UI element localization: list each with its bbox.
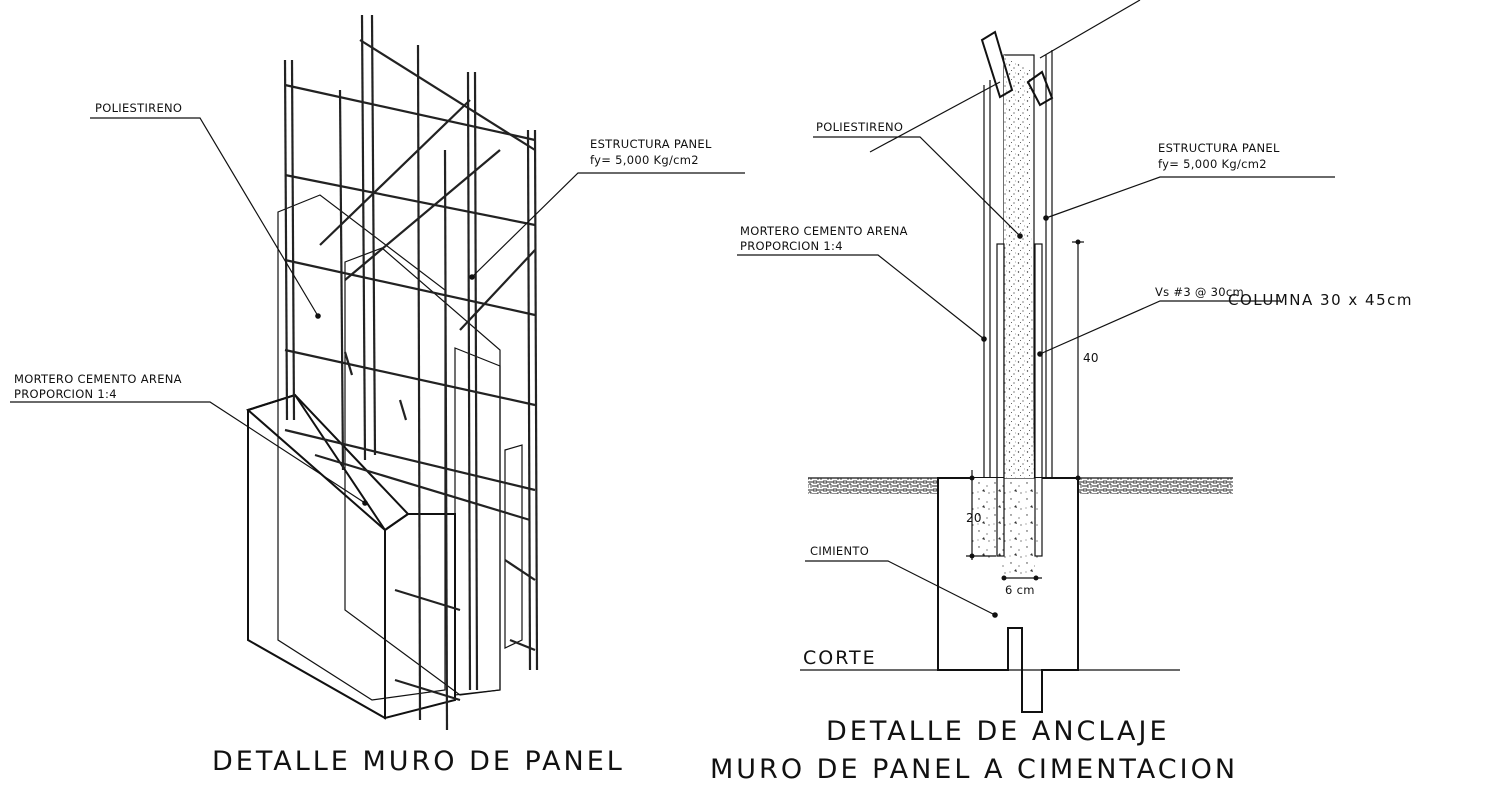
polystyrene-core-back	[277, 194, 446, 701]
label-poliestireno-right: POLIESTIRENO	[816, 120, 903, 134]
leader-varillas	[1039, 300, 1280, 355]
label-estructura-right-2: fy= 5,000 Kg/cm2	[1158, 157, 1267, 171]
leader-poliestireno-right	[813, 136, 1021, 237]
dim-40: 40	[1083, 351, 1099, 365]
label-mortero-right-2: PROPORCION 1:4	[740, 239, 843, 253]
anchor-rod-right	[1034, 243, 1043, 557]
rebar-mesh	[283, 14, 539, 731]
soil-right	[1078, 478, 1233, 494]
title-detalle-anclaje: DETALLE DE ANCLAJE	[826, 716, 1170, 747]
leader-estructura-left	[471, 172, 745, 278]
label-mortero-left-1: MORTERO CEMENTO ARENA	[14, 372, 182, 386]
label-corte: CORTE	[803, 647, 877, 669]
label-varillas: Vs #3 @ 30cm	[1155, 285, 1244, 299]
anchor-rod-left	[996, 243, 1005, 557]
leader-estructura-right	[1045, 176, 1335, 219]
label-estructura-right-1: ESTRUCTURA PANEL	[1158, 141, 1280, 155]
leader-mortero-left	[10, 401, 366, 504]
dim-6cm: 6 cm	[1005, 583, 1035, 597]
title-muro-cimentacion: MURO DE PANEL A CIMENTACION	[710, 754, 1238, 785]
footing-inner-void	[972, 478, 1042, 578]
soil-left	[808, 478, 938, 494]
dim-20: 20	[966, 511, 982, 525]
label-estructura-left-2: fy= 5,000 Kg/cm2	[590, 153, 699, 167]
label-poliestireno-left: POLIESTIRENO	[95, 101, 182, 115]
polystyrene-top	[1004, 55, 1034, 478]
label-estructura-left-1: ESTRUCTURA PANEL	[590, 137, 712, 151]
title-detalle-muro-panel: DETALLE MURO DE PANEL	[212, 746, 625, 777]
left-panel-wall-isometric: POLIESTIRENO ESTRUCTURA PANEL fy= 5,000 …	[10, 14, 745, 777]
leader-poliestireno-left	[90, 117, 319, 317]
label-columna: COLUMNA 30 x 45cm	[1228, 291, 1413, 309]
leader-mortero-right	[737, 254, 985, 340]
column-back-piece	[504, 444, 523, 649]
label-cimiento: CIMIENTO	[810, 544, 869, 558]
right-anchorage-section: 40 20 6 cm POLIESTIRENO ESTRUCTURA PANEL…	[710, 0, 1413, 785]
mortar-top-face	[246, 393, 410, 532]
leader-cimiento	[805, 560, 996, 616]
label-mortero-right-1: MORTERO CEMENTO ARENA	[740, 224, 908, 238]
label-mortero-left-2: PROPORCION 1:4	[14, 387, 117, 401]
